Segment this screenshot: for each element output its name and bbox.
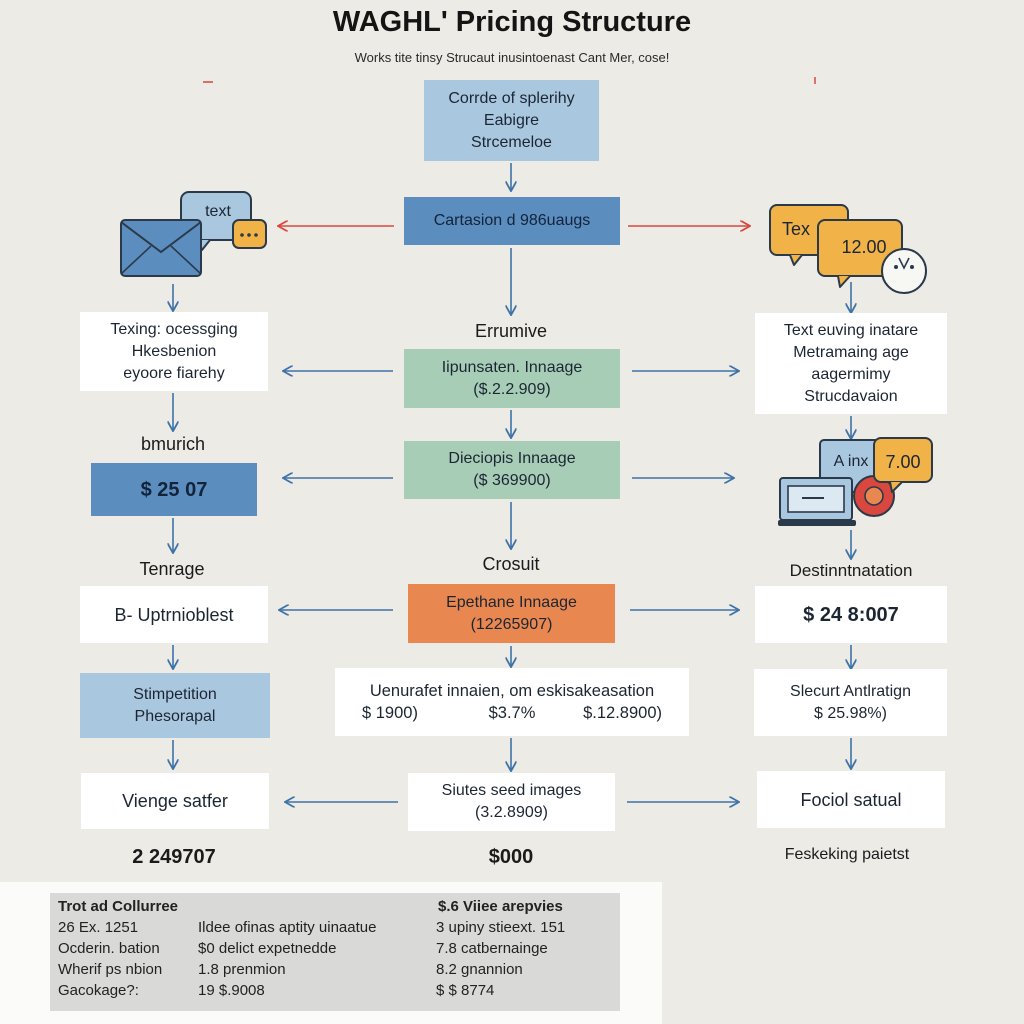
value-cell: $3.7% <box>488 704 536 722</box>
left-box-3: Stimpetition Phesorapal <box>80 673 270 738</box>
center-green-box-1: Iipunsaten. Innaage ($.2.2.909) <box>404 349 620 408</box>
table-cell: Ocderin. bation <box>58 940 160 957</box>
left-price-box: $ 25 07 <box>91 463 257 516</box>
box-price: (3.2.8909) <box>475 804 548 821</box>
left-box-2: B- Uptrnioblest <box>80 586 268 643</box>
box-price: (12265907) <box>470 615 553 633</box>
center-main-box: Cartasion d 986uaugs <box>404 197 620 245</box>
right-box-1: Text euving inatare Metramaing age aager… <box>755 313 947 414</box>
center-top-box: Corrde of splerihy Eabigre Strcemeloe <box>424 80 599 161</box>
center-bottom-box: Siutes seed images (3.2.8909) <box>408 773 615 831</box>
table-cell: Gacokage?: <box>58 982 139 999</box>
center-top-line: Strcemeloe <box>471 133 552 151</box>
center-green-box-2: Dieciopis Innaage ($ 369900) <box>404 441 620 499</box>
box-line: Metramaing age <box>793 343 909 361</box>
right-price-box: $ 24 8:007 <box>755 586 947 643</box>
box-price: $ 24 8:007 <box>803 603 899 626</box>
page-subtitle: Works tite tinsy Strucaut inusintoenast … <box>354 50 670 65</box>
box-price: $ 25 07 <box>140 478 208 501</box>
right-total: Feskeking paietst <box>784 846 910 863</box>
right-label-1: Destinntnatation <box>789 561 913 580</box>
table-cell: 26 Ex. 1251 <box>58 919 139 936</box>
box-line: Slecurt Antlratign <box>790 682 911 700</box>
box-line: eyoore fiarehy <box>123 364 225 382</box>
center-orange-box: Epethane Innaage (12265907) <box>408 584 615 643</box>
page-title: WAGHL' Pricing Structure <box>332 6 692 38</box>
box-line: Uenurafet innaien, om eskisakeasation <box>369 682 655 700</box>
laptop-icon <box>778 437 933 526</box>
table-header: Trot ad Collurree <box>58 898 179 915</box>
chat-bubbles-icon: Tex 12.00 <box>768 203 930 295</box>
right-box-3: Fociol satual <box>757 771 945 828</box>
laptop-chat-icon: A inx 7.00 <box>778 436 936 528</box>
box-line: B- Uptrnioblest <box>114 604 234 625</box>
table-cell: 3 upiny stieext. 151 <box>436 919 566 936</box>
box-line: Strucdavaion <box>804 387 898 405</box>
table-cell: 8.2 gnannion <box>436 961 523 978</box>
left-label-1: bmurich <box>140 434 206 454</box>
bubble-text: text <box>205 203 231 220</box>
box-line: Hkesbenion <box>131 342 217 360</box>
table-cell: 19 $.9008 <box>198 982 265 999</box>
bubble-price: 12.00 <box>841 237 887 257</box>
table-cell: 1.8 prenmion <box>198 961 286 978</box>
left-label-2: Tenrage <box>139 559 205 579</box>
center-total: $000 <box>488 846 534 868</box>
bubble-text: Tex <box>782 219 811 239</box>
table-cell: Ildee ofinas aptity uinaatue <box>198 919 377 936</box>
center-wide-box: Uenurafet innaien, om eskisakeasation $ … <box>335 668 689 736</box>
box-price: $ 25.98%) <box>814 704 887 722</box>
envelope-chat-icon: text <box>118 190 268 282</box>
table-header: $.6 Viiee arepvies <box>438 898 563 915</box>
left-box-4: Vienge satfer <box>81 773 269 829</box>
center-top-line: Eabigre <box>483 111 540 129</box>
wide-box-values: $ 1900) $3.7% $.12.8900) <box>335 702 689 724</box>
center-label-2: Crosuit <box>482 554 540 574</box>
summary-table <box>50 893 620 1011</box>
left-box-1: Texing: ocessging Hkesbenion eyoore fiar… <box>80 312 268 391</box>
center-main-label: Cartasion d 986uaugs <box>433 212 591 229</box>
table-cell: $0 delict expetnedde <box>198 940 337 957</box>
bubble-price: 7.00 <box>885 452 921 472</box>
laptop-text: A inx <box>833 453 869 470</box>
box-line: Dieciopis Innaage <box>448 450 576 467</box>
box-price: ($.2.2.909) <box>473 380 551 398</box>
center-top-line: Corrde of splerihy <box>448 89 575 107</box>
box-line: Fociol satual <box>800 789 902 810</box>
envelope-icon <box>120 191 267 277</box>
box-line: Phesorapal <box>134 707 216 725</box>
box-line: Texing: ocessging <box>110 320 238 338</box>
value-cell: $ 1900) <box>362 704 418 722</box>
box-line: Iipunsaten. Innaage <box>441 358 583 376</box>
left-total: 2 249707 <box>132 846 216 868</box>
table-cell: 7.8 catbernainge <box>436 940 548 957</box>
box-price: ($ 369900) <box>473 472 551 489</box>
box-line: Vienge satfer <box>122 791 228 811</box>
value-cell: $.12.8900) <box>583 704 662 722</box>
center-label-1: Errumive <box>474 321 547 341</box>
box-line: Epethane Innaage <box>446 593 577 611</box>
box-line: Text euving inatare <box>783 321 919 339</box>
box-line: Stimpetition <box>133 685 217 703</box>
chat-bubbles <box>769 204 927 294</box>
right-box-2: Slecurt Antlratign $ 25.98%) <box>754 669 947 736</box>
box-line: aagermimy <box>811 365 891 383</box>
table-cell: Wherif ps nbion <box>58 961 163 978</box>
table-cell: $ $ 8774 <box>436 982 495 999</box>
box-line: Siutes seed images <box>441 782 582 799</box>
